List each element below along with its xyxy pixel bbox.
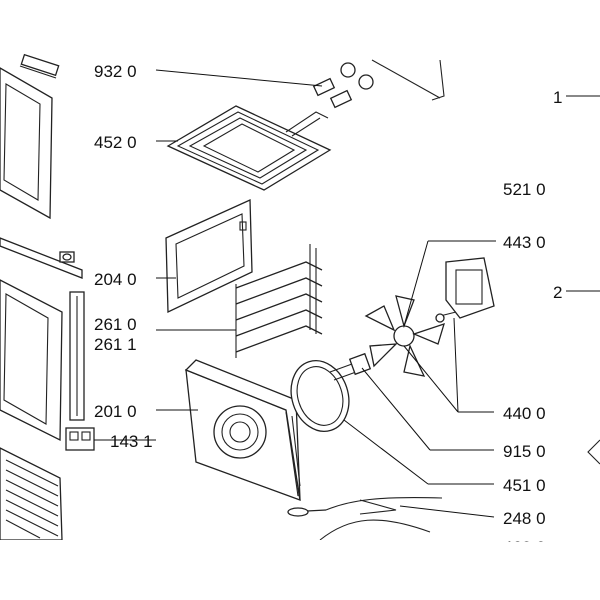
wire-rack bbox=[0, 447, 63, 541]
thermostat-probe bbox=[287, 496, 443, 517]
label-201-0: 201 0 bbox=[94, 402, 137, 421]
label-932-0: 932 0 bbox=[94, 62, 137, 81]
label-468-0-clipped: 468 0 bbox=[503, 538, 546, 557]
label-261-1: 261 1 bbox=[94, 335, 137, 354]
grill-element bbox=[166, 105, 332, 191]
label-451-0: 451 0 bbox=[503, 476, 546, 495]
label-248-0: 248 0 bbox=[503, 509, 546, 528]
back-plate bbox=[165, 199, 253, 314]
label-443-0: 443 0 bbox=[503, 233, 546, 252]
terminal-connectors bbox=[312, 59, 445, 109]
label-2: 2 bbox=[553, 283, 562, 302]
oven-door-bottom bbox=[0, 237, 83, 442]
bottom-blank-area bbox=[0, 540, 600, 600]
side-arrow-mark bbox=[587, 439, 600, 465]
label-204-0: 204 0 bbox=[94, 270, 137, 289]
leader-lines bbox=[94, 69, 600, 518]
circular-element bbox=[290, 360, 357, 432]
label-452-0: 452 0 bbox=[94, 133, 137, 152]
label-143-1: 143 1 bbox=[110, 432, 153, 451]
fan-bushing bbox=[348, 352, 372, 376]
fan-motor bbox=[435, 257, 495, 323]
label-521-0: 521 0 bbox=[503, 180, 546, 199]
oven-door-top bbox=[0, 53, 60, 220]
side-rail bbox=[65, 291, 95, 451]
fan-cover bbox=[184, 359, 301, 501]
fan-blade bbox=[364, 295, 445, 377]
part-labels: 932 0 452 0 204 0 261 0 261 1 201 0 143 … bbox=[94, 62, 562, 557]
label-440-0: 440 0 bbox=[503, 404, 546, 423]
shelf-runners bbox=[235, 244, 323, 358]
label-261-0: 261 0 bbox=[94, 315, 137, 334]
label-1: 1 bbox=[553, 88, 562, 107]
label-915-0: 915 0 bbox=[503, 442, 546, 461]
lower-wire bbox=[319, 519, 431, 541]
